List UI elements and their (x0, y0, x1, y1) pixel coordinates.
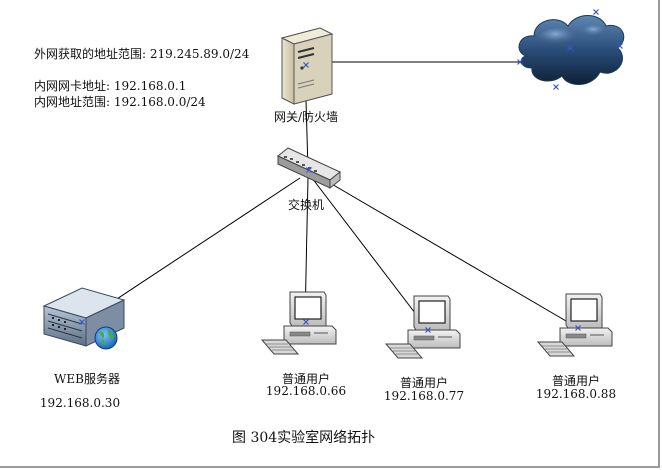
network-switch-icon (277, 147, 341, 190)
gateway-label: 网关/防火墙 (273, 110, 339, 124)
webserver-ip: 192.168.0.30 (39, 396, 121, 410)
external-range-text: 外网获取的地址范围: 219.245.89.0/24 (34, 47, 250, 61)
link-switch-user2 (311, 177, 429, 331)
diagram-caption: 图 304实验室网络拓扑 (232, 430, 376, 446)
internal-range-text: 内网地址范围: 192.168.0.0/24 (34, 95, 206, 109)
cloud-icon (516, 8, 625, 91)
switch-label: 交换机 (287, 198, 324, 212)
internal-nic-text: 内网网卡地址: 192.168.0.1 (34, 79, 187, 93)
user1-label: 普通用户 (281, 372, 330, 386)
webserver-label: WEB服务器 (54, 372, 120, 386)
user1-ip: 192.168.0.66 (265, 384, 347, 398)
user3-label: 普通用户 (551, 374, 600, 388)
desktop-computer-icon (537, 293, 613, 357)
link-switch-user3 (317, 175, 579, 329)
rack-server-globe-icon (42, 287, 126, 350)
user2-label: 普通用户 (399, 376, 448, 390)
user2-ip: 192.168.0.77 (383, 389, 465, 403)
user3-ip: 192.168.0.88 (535, 387, 617, 401)
tower-server-icon (280, 27, 334, 105)
desktop-computer-icon (261, 291, 337, 355)
desktop-computer-icon (385, 295, 461, 359)
